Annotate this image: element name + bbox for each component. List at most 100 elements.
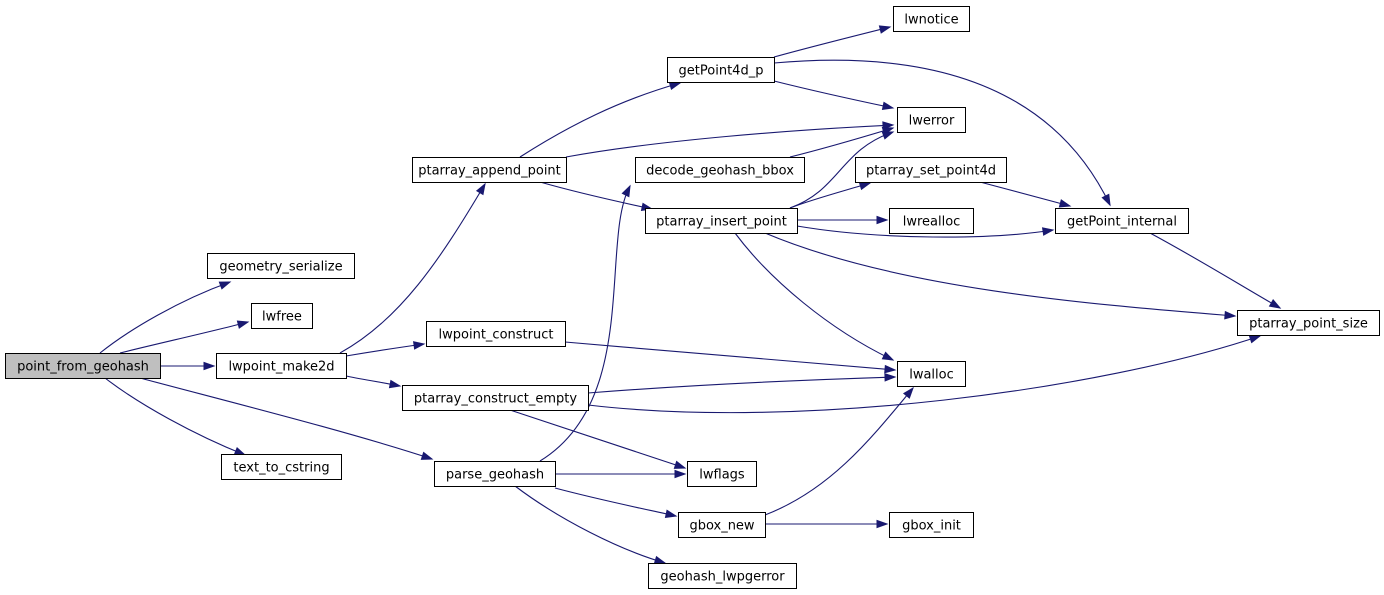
node-label: ptarray_set_point4d	[866, 164, 996, 179]
node-lwerror[interactable]: lwerror	[897, 107, 966, 133]
node-ptarray-construct-empty[interactable]: ptarray_construct_empty	[402, 385, 589, 411]
node-lwrealloc[interactable]: lwrealloc	[889, 208, 974, 234]
edge-line	[979, 181, 1071, 207]
edge-line	[773, 59, 1111, 206]
node-label: getPoint4d_p	[679, 64, 764, 79]
node-ptarray-insert-point[interactable]: ptarray_insert_point	[645, 208, 798, 234]
edge-parse_geohash-to-geohash_lwpgerror	[514, 485, 667, 565]
node-box	[434, 461, 556, 487]
node-ptarray-set-point4d[interactable]: ptarray_set_point4d	[855, 157, 1007, 183]
node-label: gbox_init	[902, 519, 961, 534]
edge-getPoint_internal-to-ptarray_point_size	[1149, 232, 1282, 309]
arrowhead	[668, 81, 682, 91]
edge-parse_geohash-to-decode_geohash_bbox	[539, 184, 631, 462]
node-getPoint-internal[interactable]: getPoint_internal	[1055, 208, 1189, 234]
node-label: text_to_cstring	[233, 461, 329, 476]
node-getPoint4d-p[interactable]: getPoint4d_p	[667, 57, 775, 83]
node-text-to-cstring[interactable]: text_to_cstring	[221, 454, 342, 480]
edge-line	[789, 127, 894, 158]
edge-ptarray_construct_empty-to-lwflags	[509, 409, 687, 469]
node-box	[251, 303, 313, 329]
node-label: getPoint_internal	[1067, 215, 1177, 230]
node-geohash-lwpgerror[interactable]: geohash_lwpgerror	[648, 563, 797, 589]
edge-line	[519, 82, 681, 158]
node-lwnotice[interactable]: lwnotice	[893, 6, 970, 32]
node-label: geometry_serialize	[219, 260, 342, 275]
edge-getPoint4d_p-to-lwerror	[773, 80, 895, 111]
node-box	[893, 6, 970, 32]
arrowhead	[1058, 199, 1072, 208]
edge-point_from_geohash-to-geometry_serialize	[99, 281, 232, 354]
node-label: ptarray_construct_empty	[414, 392, 577, 407]
node-parse-geohash[interactable]: parse_geohash	[434, 461, 556, 487]
node-box	[221, 454, 342, 480]
edge-line	[139, 377, 433, 460]
node-label: lwalloc	[909, 368, 954, 383]
node-gbox-new[interactable]: gbox_new	[678, 512, 766, 538]
edge-ptarray_append_point-to-lwerror	[565, 121, 895, 158]
edge-parse_geohash-to-gbox_new	[554, 487, 678, 518]
arrowhead	[1224, 310, 1237, 320]
edge-gbox_new-to-lwalloc	[764, 386, 914, 516]
node-label: lwnotice	[904, 13, 958, 28]
edge-line	[734, 232, 894, 361]
node-label: gbox_new	[689, 519, 754, 534]
node-label: ptarray_append_point	[418, 164, 561, 179]
edge-parse_geohash-to-lwflags	[555, 469, 687, 479]
node-box	[402, 385, 589, 411]
edge-line	[764, 232, 1236, 317]
arrowhead	[902, 386, 914, 399]
edge-ptarray_insert_point-to-lwalloc	[734, 232, 895, 361]
edge-ptarray_set_point4d-to-getPoint_internal	[979, 181, 1072, 208]
arrowhead	[475, 182, 486, 196]
node-box	[648, 563, 797, 589]
node-box	[1055, 208, 1189, 234]
node-ptarray-append-point[interactable]: ptarray_append_point	[412, 157, 567, 183]
node-lwalloc[interactable]: lwalloc	[897, 361, 966, 387]
edge-line	[554, 487, 677, 517]
node-lwpoint-make2d[interactable]: lwpoint_make2d	[216, 353, 347, 379]
node-box	[897, 361, 966, 387]
node-label: ptarray_point_size	[1249, 317, 1368, 332]
node-box	[1237, 310, 1380, 336]
edge-ptarray_insert_point-to-ptarray_set_point4d	[789, 181, 872, 209]
arrowhead	[420, 451, 434, 460]
edge-getPoint4d_p-to-lwnotice	[773, 25, 892, 58]
edge-ptarray_append_point-to-ptarray_insert_point	[539, 181, 654, 212]
edge-ptarray_insert_point-to-lwerror	[789, 131, 895, 209]
arrowhead	[664, 509, 678, 518]
node-lwflags[interactable]: lwflags	[687, 461, 757, 487]
arrowhead	[881, 131, 895, 140]
arrowhead	[1248, 335, 1262, 344]
node-box	[207, 253, 355, 279]
node-box	[678, 512, 766, 538]
edge-line	[587, 376, 896, 394]
arrowhead	[876, 215, 889, 225]
arrowhead	[388, 379, 402, 389]
edge-lwpoint_make2d-to-ptarray_append_point	[339, 182, 486, 354]
edge-getPoint4d_p-to-getPoint_internal	[773, 59, 1111, 207]
node-decode-geohash-bbox[interactable]: decode_geohash_bbox	[635, 157, 805, 183]
arrowhead	[884, 373, 897, 382]
edge-ptarray_insert_point-to-ptarray_point_size	[764, 232, 1237, 320]
edge-line	[564, 341, 896, 371]
arrowhead	[1041, 227, 1055, 236]
node-label: point_from_geohash	[17, 360, 149, 375]
node-lwfree[interactable]: lwfree	[251, 303, 313, 329]
arrowhead	[881, 101, 895, 111]
edge-line	[99, 281, 231, 354]
nodes-layer: point_from_geohash geometry_serializelwfr…	[5, 6, 1380, 589]
node-box	[412, 157, 567, 183]
node-gbox-init[interactable]: gbox_init	[889, 512, 974, 538]
node-geometry-serialize[interactable]: geometry_serialize	[207, 253, 355, 279]
edge-line	[509, 409, 686, 469]
edge-point_from_geohash-to-text_to_cstring	[104, 377, 247, 456]
node-lwpoint-construct[interactable]: lwpoint_construct	[426, 321, 566, 347]
edge-line	[773, 26, 891, 58]
edges-layer	[99, 25, 1282, 565]
arrowhead	[858, 181, 872, 191]
arrowhead	[674, 469, 687, 479]
edge-gbox_new-to-gbox_init	[765, 519, 889, 529]
node-ptarray-point-size[interactable]: ptarray_point_size	[1237, 310, 1380, 336]
